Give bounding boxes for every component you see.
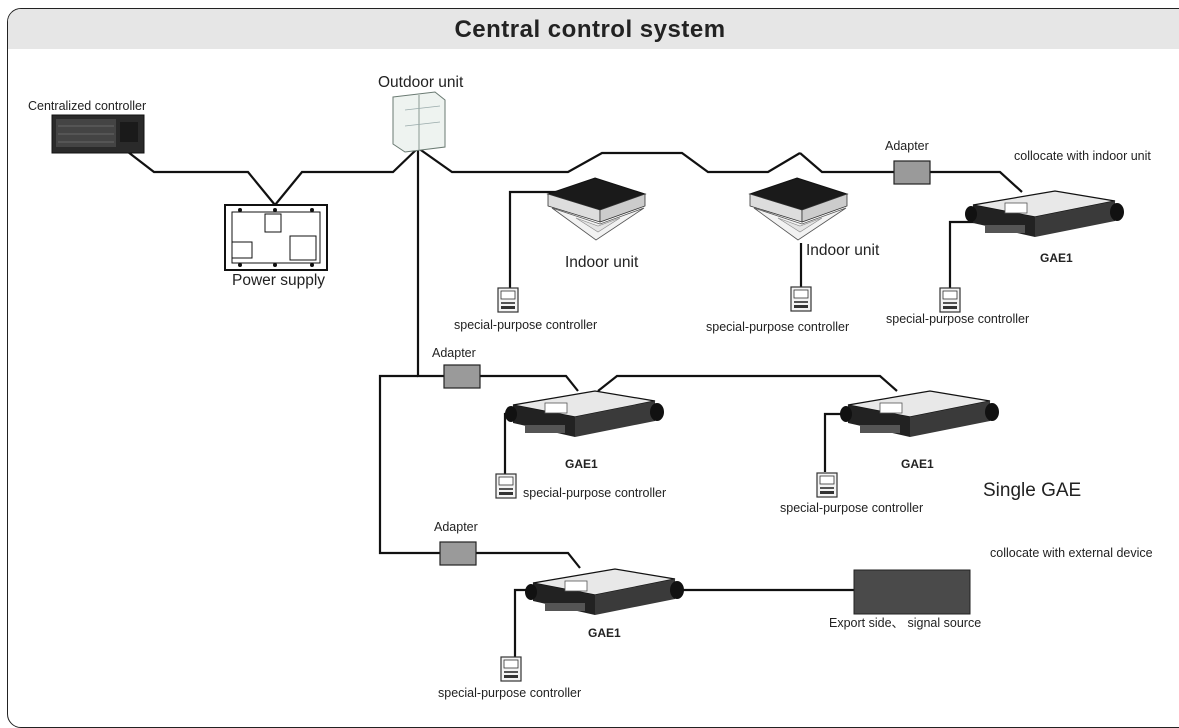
label-controller-1: special-purpose controller xyxy=(454,318,598,332)
adapter-box-3 xyxy=(439,541,477,566)
label-gae1-3: GAE1 xyxy=(901,457,934,471)
label-collocate-indoor: collocate with indoor unit xyxy=(1014,149,1151,163)
external-device xyxy=(853,569,971,615)
label-controller-4: special-purpose controller xyxy=(523,486,667,500)
label-controller-6: special-purpose controller xyxy=(438,686,582,700)
label-indoor-unit-2: Indoor unit xyxy=(806,242,880,259)
label-power-supply: Power supply xyxy=(232,272,326,289)
gae-unit-3 xyxy=(840,390,1000,438)
centralized-controller-device xyxy=(51,114,145,154)
power-supply-device xyxy=(224,204,328,271)
gae-unit-2 xyxy=(505,390,665,438)
gae-unit-1 xyxy=(965,190,1125,238)
label-gae1-1: GAE1 xyxy=(1040,251,1073,265)
outdoor-unit-device xyxy=(392,91,446,153)
label-gae1-2: GAE1 xyxy=(565,457,598,471)
controller-icon-2 xyxy=(790,286,812,312)
page-title: Central control system xyxy=(454,16,726,43)
label-controller-2: special-purpose controller xyxy=(706,320,850,334)
wiring xyxy=(127,147,1023,665)
label-adapter-2: Adapter xyxy=(432,346,476,360)
controller-icon-1 xyxy=(497,287,519,313)
controller-icon-3 xyxy=(939,287,961,313)
label-controller-5: special-purpose controller xyxy=(780,501,924,515)
adapter-box-2 xyxy=(443,364,481,389)
label-indoor-unit-1: Indoor unit xyxy=(565,254,639,271)
title-bar: Central control system xyxy=(8,9,1179,49)
label-export-side: Export side、 signal source xyxy=(829,616,982,630)
label-centralized-controller: Centralized controller xyxy=(28,99,147,113)
indoor-unit-device-2 xyxy=(749,177,848,241)
label-adapter-1: Adapter xyxy=(885,139,929,153)
controller-icon-6 xyxy=(500,656,522,682)
label-gae1-4: GAE1 xyxy=(588,626,621,640)
label-controller-3: special-purpose controller xyxy=(886,312,1030,326)
controller-icon-4 xyxy=(495,473,517,499)
label-collocate-external: collocate with external device xyxy=(990,546,1153,560)
label-single-gae: Single GAE xyxy=(983,480,1082,501)
controller-icon-5 xyxy=(816,472,838,498)
label-adapter-3: Adapter xyxy=(434,520,478,534)
label-outdoor-unit: Outdoor unit xyxy=(378,74,464,91)
diagram-frame: Central control system xyxy=(7,8,1179,728)
indoor-unit-device-1 xyxy=(547,177,646,241)
adapter-box-1 xyxy=(893,160,931,185)
gae-unit-4 xyxy=(525,568,685,616)
